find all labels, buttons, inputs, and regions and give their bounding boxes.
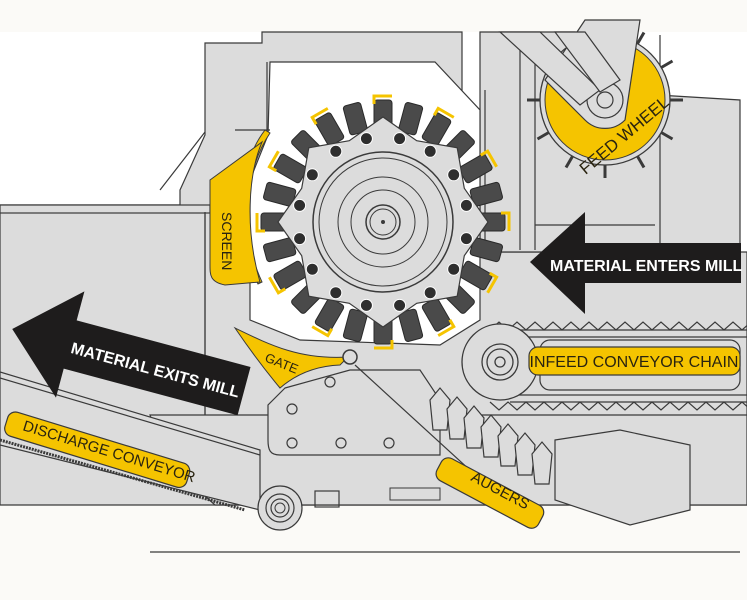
screen: SCREEN: [209, 129, 271, 286]
footer-band: [0, 555, 747, 600]
hammer-tip: [501, 211, 511, 231]
slot: [389, 487, 441, 501]
rotor-bolt: [459, 198, 473, 212]
rotor-bolt: [393, 298, 407, 312]
hammer-tip: [486, 271, 499, 294]
rotor-bolt: [293, 198, 307, 212]
hammer-tip: [311, 325, 334, 338]
infeed-conveyor-chain-tag: INFEED CONVEYOR CHAIN: [528, 346, 741, 376]
hammer-tip: [310, 107, 329, 126]
hammer-tip: [437, 318, 456, 337]
rotor-bolt: [305, 262, 319, 276]
bracket: [314, 490, 340, 508]
feed-arm: [498, 31, 621, 106]
rotor-bolt: [423, 144, 437, 158]
hammer-tip: [255, 213, 265, 233]
rotor-bolt: [393, 132, 407, 146]
hammer-tip: [374, 340, 394, 350]
rotor-bolt: [329, 144, 343, 158]
rotor-bolt: [359, 132, 373, 146]
arrow-enters-label: MATERIAL ENTERS MILL: [550, 258, 743, 275]
screen-label: SCREEN: [219, 212, 235, 270]
rotor-bolt: [329, 286, 343, 300]
rotor-bolt: [447, 168, 461, 182]
rotor-bolt: [423, 286, 437, 300]
hammer-tip: [432, 106, 455, 119]
hammer-tip: [267, 150, 280, 173]
hammer-tip: [268, 276, 287, 295]
arrow-material-enters: MATERIAL ENTERS MILL: [530, 212, 743, 314]
infeed-conveyor-chain-label: INFEED CONVEYOR CHAIN: [530, 354, 739, 371]
discharge-conveyor: DISCHARGE CONVEYOR: [0, 371, 261, 512]
mill-rotor: [255, 94, 511, 350]
rotor-bolt: [447, 262, 461, 276]
hammer-tip: [479, 149, 498, 168]
augers-tag: [435, 457, 545, 529]
rotor-bolt: [293, 232, 307, 246]
rotor-bolt: [459, 232, 473, 246]
hammer-tip: [372, 94, 392, 104]
hammer: [421, 106, 455, 147]
discharge-sprocket: [257, 485, 303, 531]
discharge-conveyor-tag: [4, 411, 191, 489]
rotor-bolt: [359, 298, 373, 312]
rotor-bolt: [305, 168, 319, 182]
auger-flight: [531, 441, 553, 485]
gate: GATE: [233, 326, 358, 389]
infeed-sprocket: [461, 323, 539, 401]
